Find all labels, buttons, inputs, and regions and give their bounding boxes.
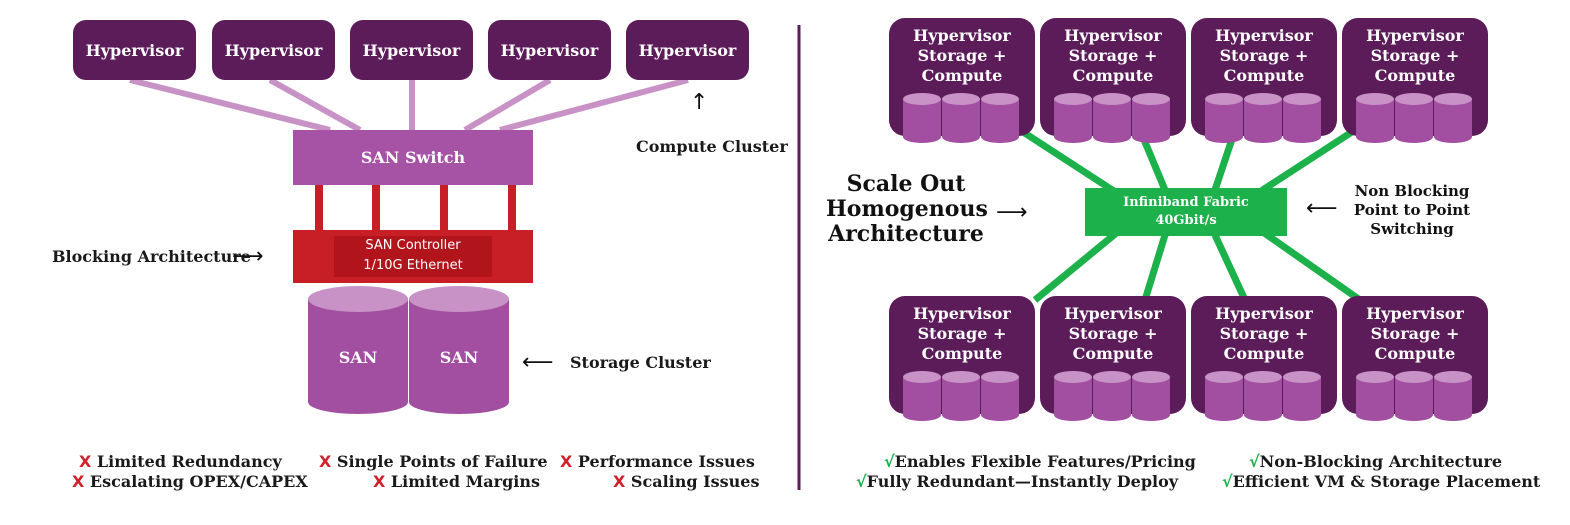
node-title: Hypervisor Storage + Compute <box>1064 26 1162 85</box>
hypervisor-box-3: Hypervisor <box>350 20 473 80</box>
issue-limited-redundancy: X Limited Redundancy <box>79 452 282 471</box>
storage-disks <box>903 93 1020 143</box>
san-label: SAN <box>338 348 378 367</box>
san-controller-line1: SAN Controller <box>365 238 461 253</box>
fabric-line1: Infiniband Fabric <box>1123 195 1249 210</box>
san-storage-2: SAN <box>409 286 509 414</box>
san-controller: SAN Controller 1/10G Ethernet <box>293 230 533 283</box>
storage-cluster-label: Storage Cluster <box>570 353 711 372</box>
hypervisor-label: Hypervisor <box>224 40 323 60</box>
check-icon: √ <box>856 472 867 491</box>
hci-node-bottom-1: Hypervisor Storage + Compute <box>889 296 1035 421</box>
hci-node-top-4: Hypervisor Storage + Compute <box>1342 18 1488 143</box>
compute-cluster-label: Compute Cluster <box>636 137 788 156</box>
hypervisor-box-2: Hypervisor <box>212 20 335 80</box>
san-storage-1: SAN <box>308 286 408 414</box>
hypervisor-label: Hypervisor <box>638 40 737 60</box>
fabric-links <box>1018 127 1363 303</box>
left-arrow-icon: ⟵ <box>522 350 554 375</box>
right-arrow-icon: ⟶ <box>996 200 1028 225</box>
left-arrow-icon: ⟵ <box>1306 196 1338 221</box>
hci-node-bottom-4: Hypervisor Storage + Compute <box>1342 296 1488 421</box>
switch-controller-links <box>315 185 516 230</box>
hypervisor-box-1: Hypervisor <box>73 20 196 80</box>
san-switch: SAN Switch <box>293 130 533 185</box>
storage-disks <box>1356 371 1473 421</box>
hypervisor-switch-links <box>129 77 689 133</box>
check-icon: √ <box>884 452 895 471</box>
issue-margins: X Limited Margins <box>373 472 540 491</box>
hci-node-top-3: Hypervisor Storage + Compute <box>1191 18 1337 143</box>
hypervisor-label: Hypervisor <box>500 40 599 60</box>
san-label: SAN <box>439 348 479 367</box>
x-icon: X <box>72 472 85 491</box>
hci-node-bottom-3: Hypervisor Storage + Compute <box>1191 296 1337 421</box>
right-arrow-icon: ⟶ <box>232 244 264 269</box>
x-icon: X <box>560 452 573 471</box>
up-arrow-icon: ↑ <box>690 90 709 115</box>
x-icon: X <box>79 452 92 471</box>
storage-disks <box>1054 93 1171 143</box>
benefit-flexible: √Enables Flexible Features/Pricing <box>884 452 1196 471</box>
node-title: Hypervisor Storage + Compute <box>913 26 1011 85</box>
issue-single-points: X Single Points of Failure <box>319 452 548 471</box>
issue-performance: X Performance Issues <box>560 452 755 471</box>
hypervisor-box-4: Hypervisor <box>488 20 611 80</box>
x-icon: X <box>613 472 626 491</box>
hypervisor-label: Hypervisor <box>362 40 461 60</box>
storage-disks <box>1205 371 1322 421</box>
benefit-non-blocking: √Non-Blocking Architecture <box>1249 452 1503 471</box>
infiniband-fabric: Infiniband Fabric 40Gbit/s <box>1085 188 1287 236</box>
x-icon: X <box>373 472 386 491</box>
node-title: Hypervisor Storage + Compute <box>1064 304 1162 363</box>
node-title: Hypervisor Storage + Compute <box>1215 26 1313 85</box>
san-controller-inner: SAN Controller 1/10G Ethernet <box>334 236 492 277</box>
storage-disks <box>1356 93 1473 143</box>
hci-node-top-1: Hypervisor Storage + Compute <box>889 18 1035 143</box>
scale-out-label: Scale Out Homogenous Architecture <box>826 171 988 247</box>
fabric-line2: 40Gbit/s <box>1155 213 1217 228</box>
hypervisor-label: Hypervisor <box>85 40 184 60</box>
node-title: Hypervisor Storage + Compute <box>913 304 1011 363</box>
benefit-efficient: √Efficient VM & Storage Placement <box>1222 472 1541 491</box>
hypervisor-box-5: Hypervisor <box>626 20 749 80</box>
node-title: Hypervisor Storage + Compute <box>1215 304 1313 363</box>
check-icon: √ <box>1249 452 1260 471</box>
x-icon: X <box>319 452 332 471</box>
check-icon: √ <box>1222 472 1233 491</box>
storage-disks <box>1054 371 1171 421</box>
hci-node-bottom-2: Hypervisor Storage + Compute <box>1040 296 1186 421</box>
node-title: Hypervisor Storage + Compute <box>1366 26 1464 85</box>
issue-escalating: X Escalating OPEX/CAPEX <box>72 472 308 491</box>
benefit-redundant: √Fully Redundant—Instantly Deploy <box>856 472 1179 491</box>
storage-disks <box>903 371 1020 421</box>
node-title: Hypervisor Storage + Compute <box>1366 304 1464 363</box>
hci-node-top-2: Hypervisor Storage + Compute <box>1040 18 1186 143</box>
issue-scaling: X Scaling Issues <box>613 472 760 491</box>
storage-disks <box>1205 93 1322 143</box>
san-switch-label: SAN Switch <box>360 148 466 167</box>
blocking-architecture-label: Blocking Architecture <box>52 247 251 266</box>
san-controller-line2: 1/10G Ethernet <box>363 258 463 273</box>
non-blocking-label: Non Blocking Point to Point Switching <box>1353 182 1471 238</box>
